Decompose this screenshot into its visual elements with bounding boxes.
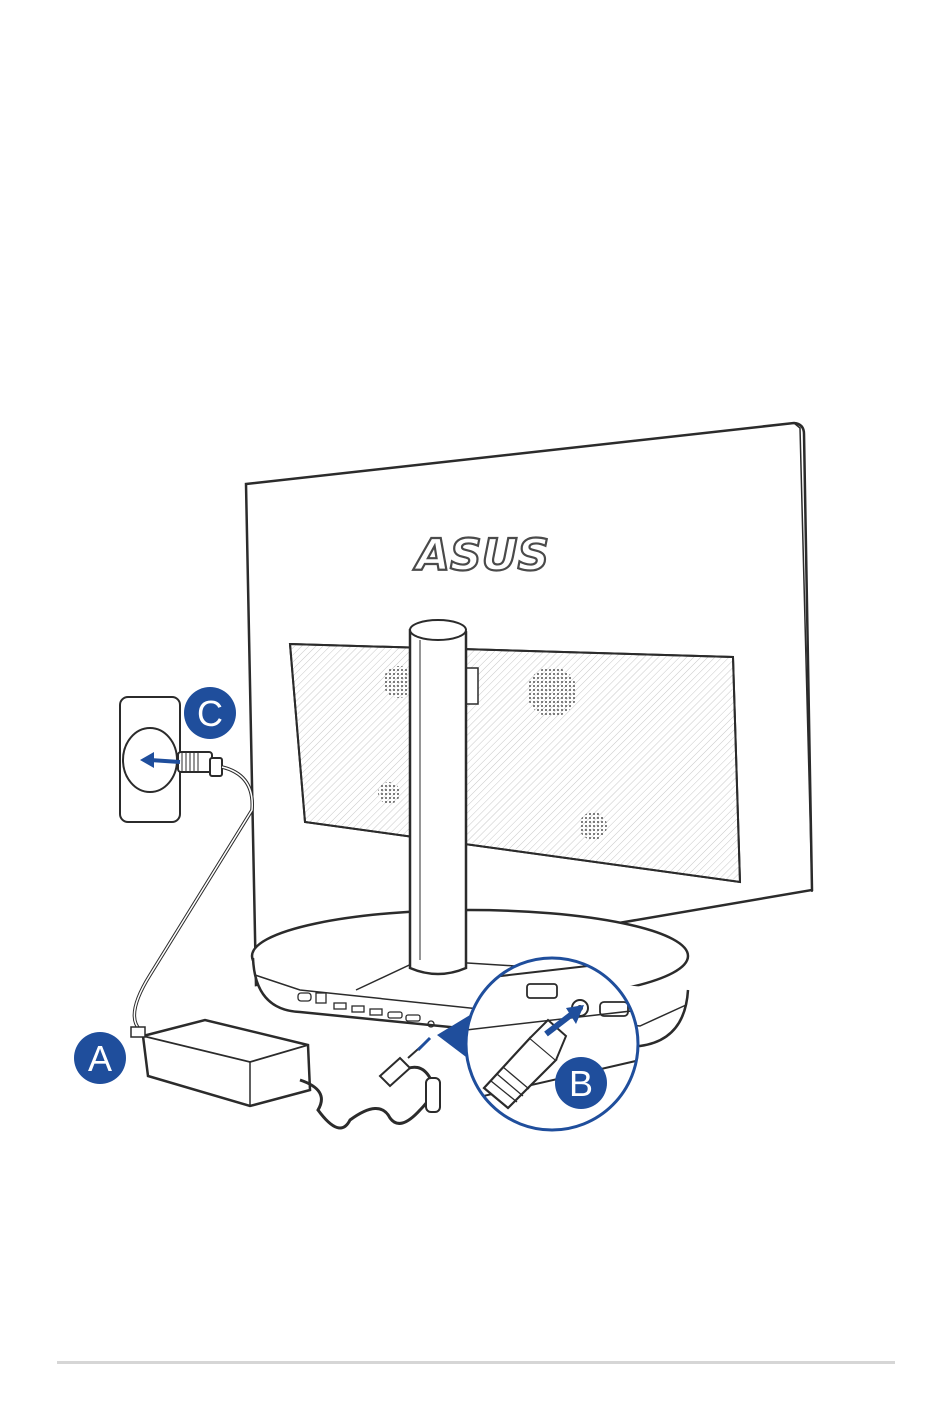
callout-c-label: C [197, 693, 223, 734]
ferrite-bead [426, 1078, 440, 1112]
speaker-grille [579, 812, 607, 840]
callout-b-label: B [569, 1063, 593, 1104]
zoom-detail [466, 958, 640, 1130]
callout-c: C [184, 687, 236, 739]
speaker-grille [527, 667, 577, 717]
power-adapter [131, 1020, 310, 1106]
asus-logo: ASUS [413, 530, 549, 581]
speaker-grille [378, 782, 400, 804]
callout-b: B [555, 1057, 607, 1109]
insert-arrow-b-small [418, 1038, 430, 1050]
power-plug [178, 752, 222, 776]
dc-cable [300, 1078, 433, 1128]
callout-a-label: A [88, 1038, 112, 1079]
stand-neck [410, 620, 466, 974]
footer-divider [57, 1361, 895, 1364]
callout-a: A [74, 1032, 126, 1084]
